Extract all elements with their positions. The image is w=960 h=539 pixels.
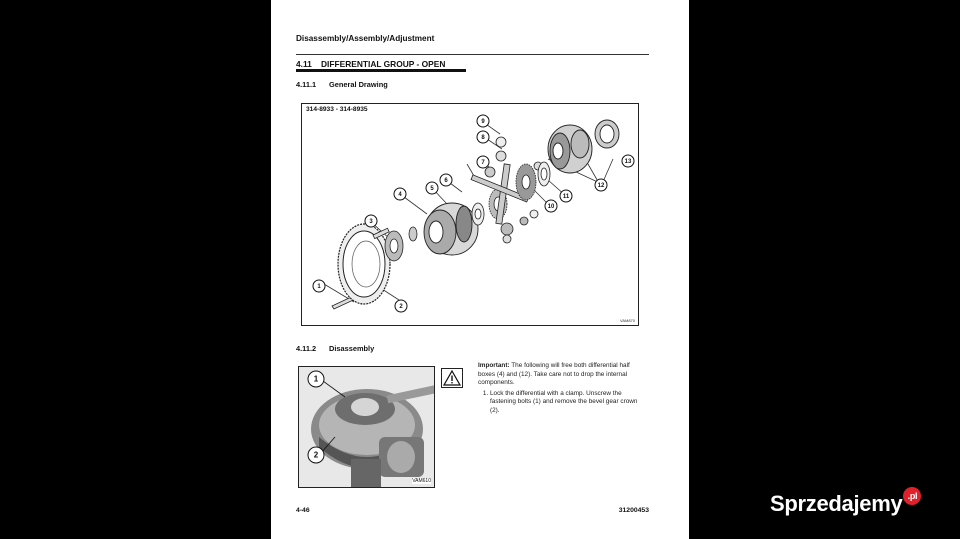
- photo-art: [299, 367, 434, 487]
- important-label: Important:: [478, 362, 510, 369]
- header-rule: [296, 54, 649, 55]
- watermark-text: Sprzedajemy: [770, 491, 903, 516]
- important-note: Important: The following will free both …: [478, 362, 648, 388]
- figure-part-numbers: 314-8933 - 314-8935: [306, 106, 368, 113]
- page-number: 4-46: [296, 507, 310, 514]
- subsection-number: 4.11.2: [296, 344, 317, 353]
- section-rule: [296, 69, 466, 72]
- subsection-title: General Drawing: [329, 80, 388, 89]
- subsection-heading-general: 4.11.1 General Drawing: [296, 80, 388, 89]
- photo-callout-1: 1: [314, 375, 319, 384]
- section-title: DIFFERENTIAL GROUP - OPEN: [321, 59, 446, 69]
- section-heading: 4.11 DIFFERENTIAL GROUP - OPEN: [296, 59, 445, 69]
- callout-11: 11: [563, 194, 570, 200]
- watermark-logo: Sprzedajemy.pl: [770, 487, 922, 517]
- callout-7: 7: [481, 160, 485, 166]
- photo-callout-2: 2: [314, 451, 319, 460]
- callout-12: 12: [598, 183, 605, 189]
- subsection-title: Disassembly: [329, 344, 375, 353]
- manual-page: Disassembly/Assembly/Adjustment 4.11 DIFF…: [271, 0, 689, 539]
- callout-1: 1: [317, 284, 321, 290]
- warning-icon: [441, 368, 463, 388]
- exploded-drawing-art: 1 2 3 4 5 6 7 8 9 10 11 12 13: [312, 114, 635, 313]
- subsection-heading-disassembly: 4.11.2 Disassembly: [296, 344, 374, 353]
- disassembly-photo: 1 2 VAM610: [298, 366, 435, 488]
- watermark-badge: .pl: [903, 487, 922, 505]
- drawing-callouts: 1 2 3 4 5 6 7 8 9 10 11 12 13: [312, 114, 635, 313]
- subsection-number: 4.11.1: [296, 80, 317, 89]
- photo-callouts: 1 2: [307, 370, 346, 464]
- running-header: Disassembly/Assembly/Adjustment: [296, 34, 435, 43]
- callout-5: 5: [430, 186, 434, 192]
- callout-8: 8: [481, 135, 485, 141]
- callout-10: 10: [548, 204, 555, 210]
- step-list: Lock the differential with a clamp. Unsc…: [478, 390, 648, 416]
- callout-3: 3: [369, 219, 373, 225]
- callout-9: 9: [481, 119, 485, 125]
- figure-code: VAM870: [619, 318, 635, 323]
- callout-13: 13: [625, 159, 632, 165]
- callout-4: 4: [398, 192, 402, 198]
- callout-2: 2: [399, 304, 403, 310]
- section-number: 4.11: [296, 59, 312, 69]
- callout-6: 6: [444, 178, 448, 184]
- step-1: Lock the differential with a clamp. Unsc…: [490, 390, 648, 416]
- important-text: The following will free both differentia…: [478, 362, 630, 387]
- instructions: Important: The following will free both …: [478, 362, 648, 416]
- photo-code: VAM610: [412, 478, 431, 484]
- document-number: 31200453: [618, 507, 649, 514]
- exploded-drawing: 1 2 3 4 5 6 7 8 9 10 11 12 13 314-8933 -…: [301, 103, 639, 326]
